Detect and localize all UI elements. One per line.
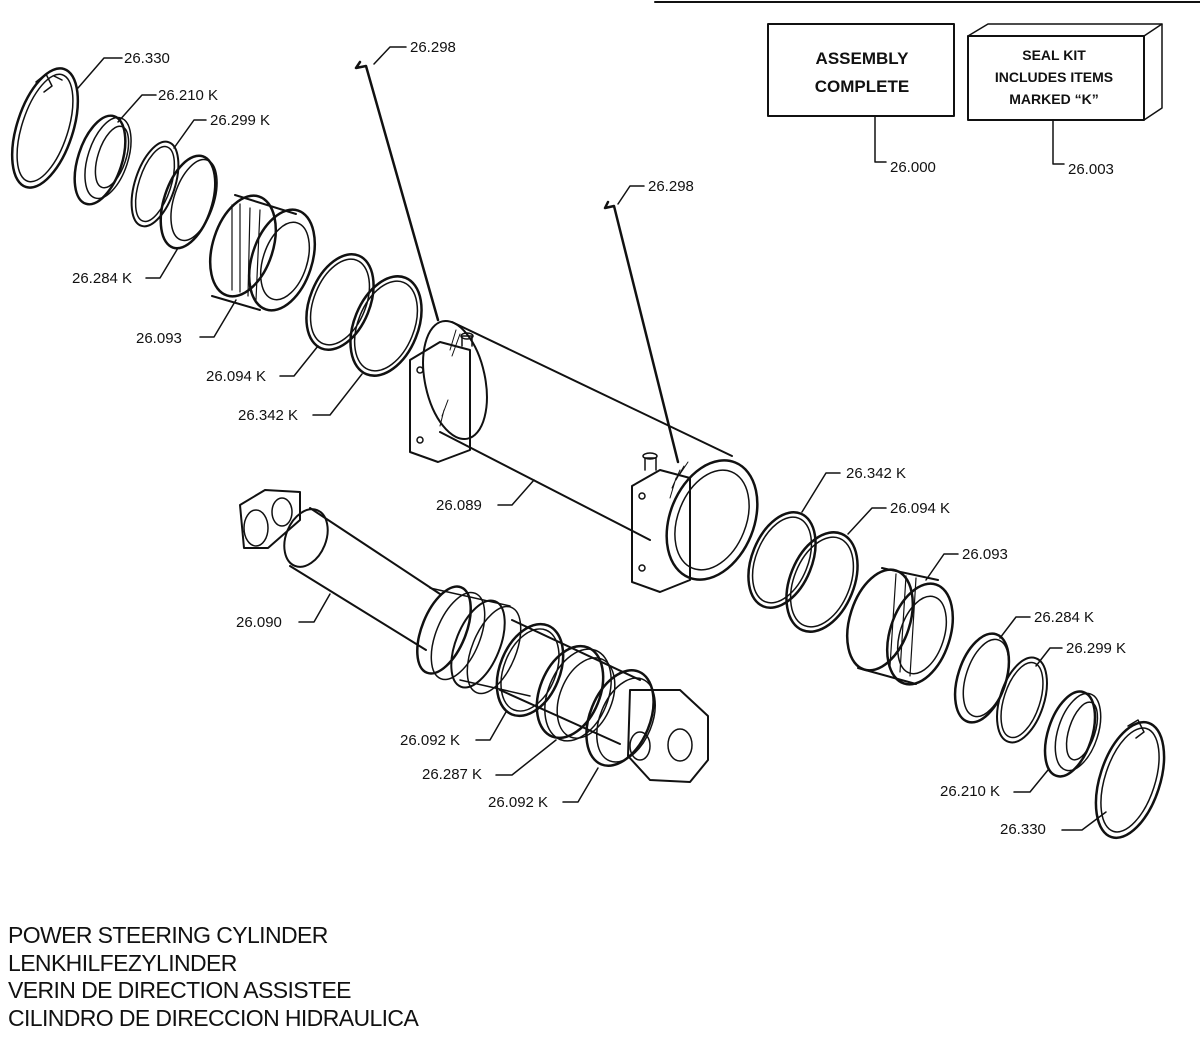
piston-seal-092-a [495,622,565,718]
callout-gland-right: 26.093 [962,546,1008,563]
oring-094-left [305,253,375,351]
callout-oring-right: 26.299 K [1066,640,1126,657]
oring-299-right [996,656,1048,744]
assembly-complete-box [767,23,955,163]
callout-snap-ring-right: 26.330 [1000,821,1046,838]
piston-rod [239,489,709,783]
assembly-box-line1: ASSEMBLY [816,49,910,68]
snap-ring-left [10,67,80,189]
backup-ring-342-left [349,275,423,377]
title-german: LENKHILFEZYLINDER [8,949,237,976]
oring-299-left [130,140,180,228]
pin-298-left [354,60,440,322]
callout-pin-right: 26.298 [648,178,694,195]
callout-wiper-left: 26.284 K [72,270,132,287]
backup-ring-342-right [747,511,817,609]
oring-094-right [785,531,859,633]
seal-kit-line3: MARKED “K” [1009,91,1098,107]
title-english: POWER STEERING CYLINDER [8,922,328,948]
callout-oring-094-right: 26.094 K [890,500,950,517]
callout-wiper-right: 26.284 K [1034,609,1094,626]
callout-snap-ring-left: 26.330 [124,50,170,67]
seal-kit-line2: INCLUDES ITEMS [995,69,1113,85]
callout-oring-left: 26.299 K [210,112,270,129]
piston-seal-092-b [585,669,656,767]
assembly-ref-label: 26.000 [890,159,936,176]
wiper-284-left [159,154,218,250]
callout-backup-342-right: 26.342 K [846,465,906,482]
pin-298-right [603,200,680,464]
callout-gland-left: 26.093 [136,330,182,347]
callout-rod: 26.090 [236,614,282,631]
title-french: VERIN DE DIRECTION ASSISTEE [8,977,352,1003]
callout-backup-342-left: 26.342 K [238,407,298,424]
leader-lines [77,46,1107,831]
callout-piston-seal-a: 26.092 K [400,732,460,749]
seal-kit-line1: SEAL KIT [1022,47,1086,63]
snap-ring-right [1094,719,1166,840]
title-spanish: CILINDRO DE DIRECCION HIDRAULICA [8,1004,419,1031]
callout-cylinder-body: 26.089 [436,497,482,514]
callout-piston-ring: 26.287 K [422,766,482,783]
gland-093-left [209,194,316,312]
callout-seal-right: 26.210 K [940,783,1000,800]
callout-oring-094-left: 26.094 K [206,368,266,385]
callout-piston-seal-b: 26.092 K [488,794,548,811]
title-block: POWER STEERING CYLINDER LENKHILFEZYLINDE… [8,922,708,1032]
seal-kit-ref-label: 26.003 [1068,161,1114,178]
seal-210-right [1043,690,1102,778]
gland-093-right [846,567,954,686]
cylinder-body [409,319,759,593]
callout-seal-left: 26.210 K [158,87,218,104]
seal-kit-box [967,23,1163,165]
callout-pin-left: 26.298 [410,39,456,56]
assembly-box-line2: COMPLETE [815,77,909,96]
piston-ring-287 [535,644,616,742]
